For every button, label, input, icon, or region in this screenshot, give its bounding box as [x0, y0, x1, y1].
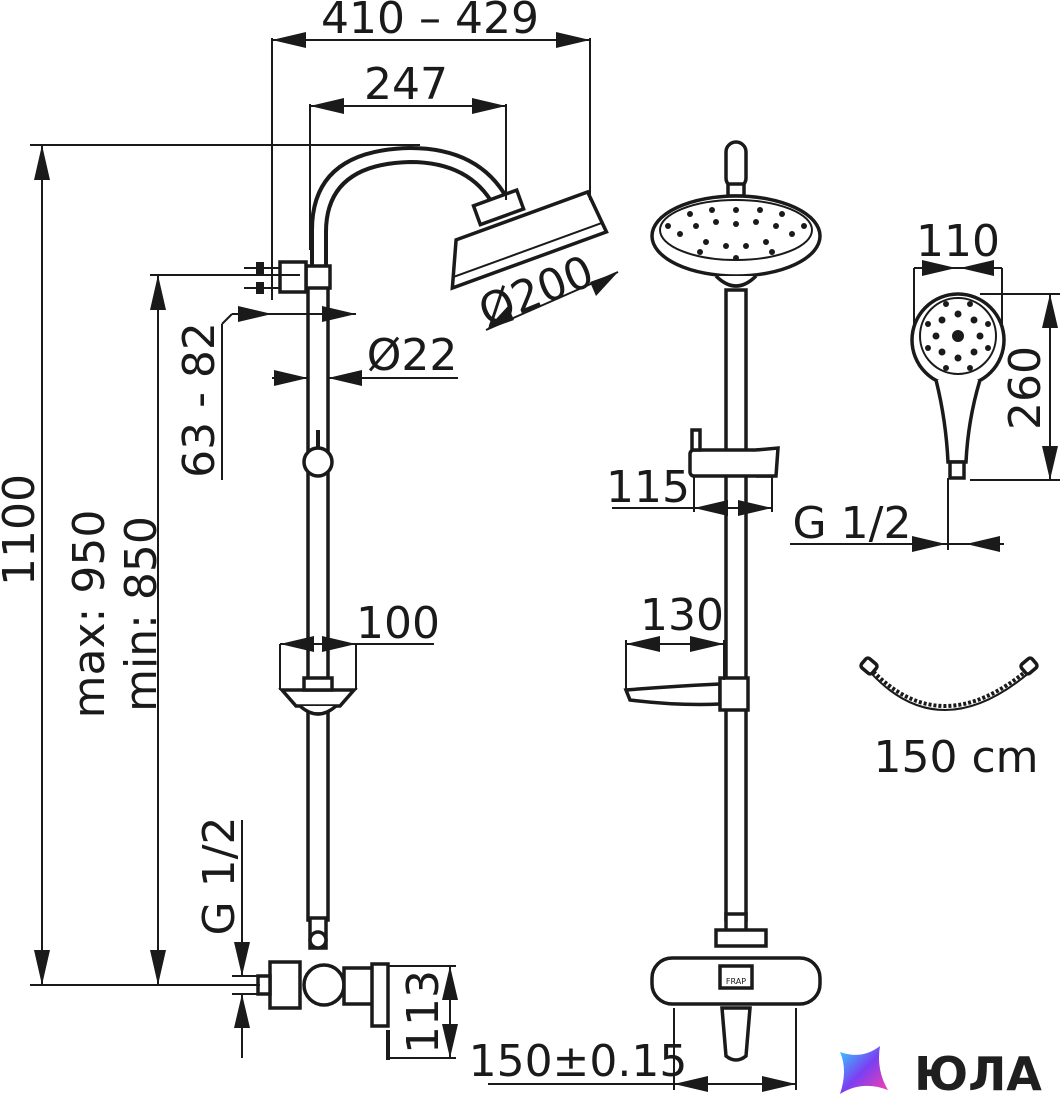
- overall-width-label: 410 – 429: [321, 0, 539, 44]
- hose-icon: [859, 656, 1039, 711]
- soap-dish: [278, 688, 358, 708]
- logo-star-icon: [840, 1046, 888, 1094]
- hand-shower-icon: [910, 292, 1006, 480]
- holder-width-label: 115: [606, 462, 690, 513]
- mixer-height-label: 113: [398, 970, 449, 1054]
- wall-connector: [268, 960, 302, 1010]
- hand-shower-nozzles: [925, 301, 991, 371]
- soap-dish-width-label: 100: [356, 598, 440, 649]
- total-height-label: 1100: [0, 474, 45, 586]
- riser-pipe: [306, 268, 330, 922]
- wall-bracket: [244, 260, 332, 294]
- mixer-lever: [720, 1006, 752, 1062]
- side-view-dimensions: 410 – 429 247 Ø200 Ø22 63 - 82 1100: [0, 0, 619, 1059]
- slider-knob: [302, 446, 334, 478]
- shelf-width-label: 130: [640, 590, 724, 641]
- mixer-brand-mark: FRAP: [726, 977, 746, 986]
- logo: ЮЛА: [840, 1046, 1042, 1100]
- wall-offset-label: 63 - 82: [174, 322, 225, 478]
- adjust-min-label: min: 850: [116, 516, 167, 712]
- overhead-arm-inner: [324, 159, 496, 270]
- front-soap-dish: [623, 682, 722, 707]
- mixer-body: [302, 963, 346, 1007]
- nozzle-pattern: [665, 207, 807, 261]
- mixer-centers-label: 150±0.15: [469, 1036, 688, 1087]
- pipe-diameter-label: Ø22: [367, 330, 458, 381]
- front-view: FRAP: [623, 140, 822, 1062]
- adjust-max-label: max: 950: [64, 510, 115, 719]
- hand-shower-thread-label: G 1/2: [793, 498, 912, 549]
- hand-shower-width-label: 110: [916, 216, 1000, 267]
- logo-text: ЮЛА: [914, 1047, 1042, 1100]
- side-view: [244, 145, 609, 1060]
- front-riser-pipe: [724, 288, 748, 922]
- inlet-thread-left-label: G 1/2: [194, 817, 245, 936]
- hand-shower-dimensions: 110 260 G 1/2: [790, 216, 1060, 552]
- overhead-arm: [310, 145, 510, 270]
- hose-length-label: 150 cm: [873, 732, 1038, 783]
- overhead-shower-head-icon: [450, 187, 609, 291]
- front-view-dimensions: 115 130 150±0.15: [469, 462, 797, 1092]
- hand-shower-length-label: 260: [1000, 346, 1051, 430]
- arm-reach-label: 247: [364, 59, 448, 110]
